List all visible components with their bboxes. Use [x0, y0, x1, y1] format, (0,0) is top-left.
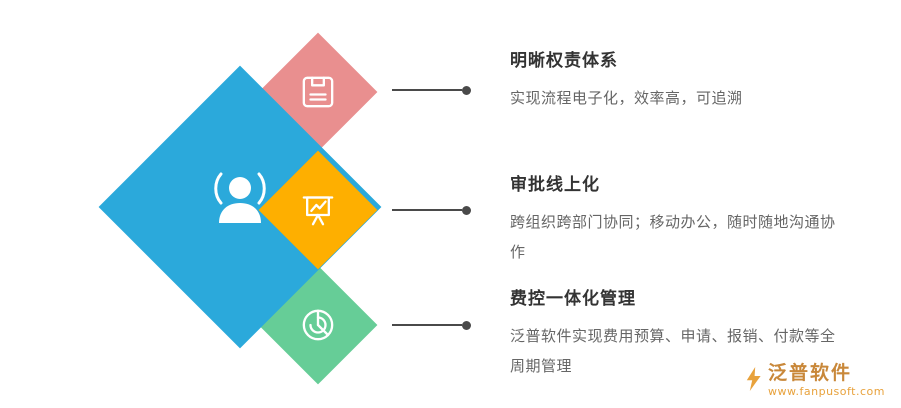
logo-url: www.fanpusoft.com — [768, 385, 885, 398]
presentation-chart-icon — [298, 190, 338, 230]
item2-title: 审批线上化 — [510, 175, 600, 195]
item3-connector-dot — [462, 320, 471, 330]
floppy-save-icon — [298, 72, 338, 112]
item1-desc: 实现流程电子化，效率高，可追溯 — [510, 89, 743, 107]
item2-text-block: 审批线上化 跨组织跨部门协同；移动办公，随时随地沟通协作 — [510, 170, 850, 267]
pie-chart-icon — [298, 305, 338, 345]
item3-desc: 泛普软件实现费用预算、申请、报销、付款等全周期管理 — [510, 327, 836, 375]
item2-desc: 跨组织跨部门协同；移动办公，随时随地沟通协作 — [510, 213, 836, 261]
item1-title: 明晰权责体系 — [510, 51, 618, 71]
item3-text-block: 费控一体化管理 泛普软件实现费用预算、申请、报销、付款等全周期管理 — [510, 284, 850, 381]
logo-text-block: 泛普软件 www.fanpusoft.com — [768, 362, 885, 398]
item1-text-block: 明晰权责体系 实现流程电子化，效率高，可追溯 — [510, 46, 850, 113]
logo: 泛普软件 www.fanpusoft.com — [746, 362, 885, 398]
person-icon — [190, 150, 290, 250]
item2-connector-line — [392, 205, 471, 215]
item3-title: 费控一体化管理 — [510, 289, 636, 309]
logo-icon — [746, 366, 762, 395]
item1-connector-dot — [462, 85, 471, 95]
item2-connector-dot — [462, 205, 471, 215]
item1-connector-line — [392, 85, 471, 95]
item3-connector-line — [392, 320, 471, 330]
logo-name: 泛普软件 — [768, 362, 853, 385]
